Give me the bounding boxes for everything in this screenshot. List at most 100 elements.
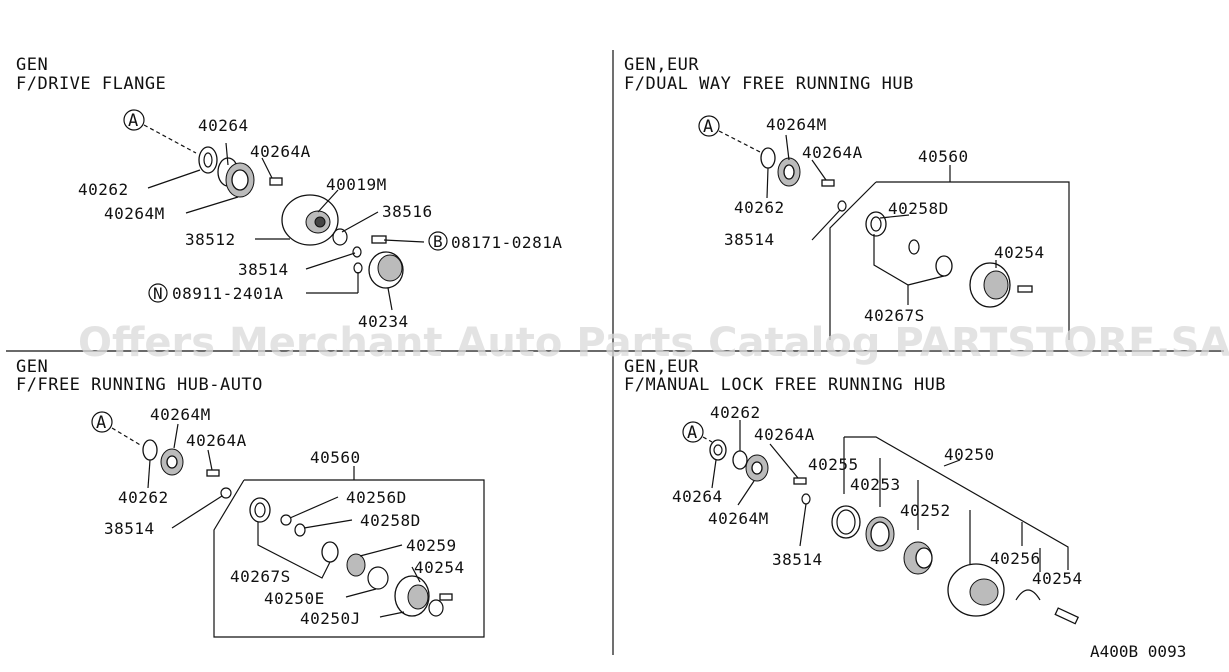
part-number[interactable]: 40234 xyxy=(358,312,409,331)
part-number[interactable]: 40264M xyxy=(766,115,827,134)
leader xyxy=(383,239,425,243)
part-number[interactable]: 40267S xyxy=(864,306,925,325)
ring-inner xyxy=(254,502,266,518)
leader xyxy=(711,459,717,489)
leader xyxy=(345,588,377,598)
leader xyxy=(879,214,910,219)
leader xyxy=(769,443,799,479)
leader xyxy=(147,459,151,489)
part-number[interactable]: 40255 xyxy=(808,455,859,474)
part-number[interactable]: 40250E xyxy=(264,589,325,608)
circled-b xyxy=(428,231,448,251)
part-number[interactable]: 40264A xyxy=(250,142,311,161)
small-washer-part xyxy=(352,246,362,258)
part-number[interactable]: 38516 xyxy=(382,202,433,221)
part-number[interactable]: 40254 xyxy=(414,558,465,577)
part-number[interactable]: 40258D xyxy=(888,199,949,218)
part-number[interactable]: 40264 xyxy=(198,116,249,135)
part-number[interactable]: 40254 xyxy=(994,243,1045,262)
washer-part xyxy=(760,147,776,169)
part-number[interactable]: 40256 xyxy=(990,549,1041,568)
panel-region: GEN,EUR xyxy=(624,55,699,75)
washer-inner xyxy=(713,444,723,456)
part-number[interactable]: 40256D xyxy=(346,488,407,507)
part-number[interactable]: 40019M xyxy=(326,175,387,194)
callout-a-circle xyxy=(698,115,720,137)
part-number[interactable]: 38514 xyxy=(772,550,823,569)
part-number[interactable]: 38514 xyxy=(724,230,775,249)
knob-face xyxy=(969,578,999,606)
panel-title: F/FREE RUNNING HUB-AUTO xyxy=(16,375,263,395)
small-ring-part xyxy=(908,239,920,255)
part-number[interactable]: 40262 xyxy=(78,180,129,199)
part-number[interactable]: 38514 xyxy=(104,519,155,538)
callout-a-dashline xyxy=(143,124,197,154)
part-number[interactable]: 40250 xyxy=(944,445,995,464)
part-number[interactable]: 38512 xyxy=(185,230,236,249)
leader xyxy=(811,159,827,181)
leader xyxy=(305,252,356,270)
part-number[interactable]: 40560 xyxy=(918,147,969,166)
leader xyxy=(943,459,961,467)
sleeve-part xyxy=(321,541,339,563)
small-ring-part xyxy=(294,523,306,537)
panel-title: F/MANUAL LOCK FREE RUNNING HUB xyxy=(624,375,946,395)
part-number[interactable]: 40264M xyxy=(150,405,211,424)
panel-region: GEN xyxy=(16,55,48,75)
part-number[interactable]: 40560 xyxy=(310,448,361,467)
leader xyxy=(147,169,201,189)
part-number[interactable]: 40262 xyxy=(710,403,761,422)
washer-part xyxy=(142,439,158,461)
leader xyxy=(737,480,755,506)
part-number[interactable]: 40264M xyxy=(104,204,165,223)
part-number[interactable]: 40252 xyxy=(900,501,951,520)
bolt-part xyxy=(269,177,283,186)
part-number[interactable]: 40262 xyxy=(118,488,169,507)
panel-title: F/DRIVE FLANGE xyxy=(16,74,166,94)
leader xyxy=(907,275,945,286)
small-washer-part xyxy=(837,200,847,212)
panel-manual-lock-hub: GEN,EUR F/MANUAL LOCK FREE RUNNING HUB A xyxy=(624,357,1083,625)
circled-n xyxy=(148,283,168,303)
part-number[interactable]: 40267S xyxy=(230,567,291,586)
part-number[interactable]: 40262 xyxy=(734,198,785,217)
part-number[interactable]: 40258D xyxy=(360,511,421,530)
bolt-part xyxy=(439,593,453,601)
sleeve-part xyxy=(346,553,366,577)
part-number[interactable]: 40254 xyxy=(1032,569,1083,588)
leader xyxy=(185,196,239,214)
leader xyxy=(411,566,421,583)
part-number[interactable]: 40264A xyxy=(186,431,247,450)
part-number[interactable]: 40250J xyxy=(300,609,361,628)
part-number[interactable]: 40253 xyxy=(850,475,901,494)
part-number[interactable]: 40264 xyxy=(672,487,723,506)
part-number[interactable]: 40264A xyxy=(754,425,815,444)
part-number[interactable]: 40264A xyxy=(802,143,863,162)
callout-a-dashline xyxy=(718,130,761,153)
hub-face xyxy=(407,584,429,610)
gear-inner xyxy=(751,461,763,475)
big-ring-inner xyxy=(836,509,856,535)
callout-a-circle xyxy=(123,109,145,131)
washer-part xyxy=(198,146,218,174)
part-number[interactable]: 40259 xyxy=(406,536,457,555)
gear-inner xyxy=(231,169,249,191)
part-number[interactable]: 38514 xyxy=(238,260,289,279)
callout-a-label: A xyxy=(687,423,698,443)
part-number[interactable]: 08171-0281A xyxy=(451,233,562,252)
leader xyxy=(225,142,229,166)
panel-region: GEN xyxy=(16,357,48,377)
bolt-part xyxy=(1017,285,1033,293)
part-number[interactable]: 08911-2401A xyxy=(172,284,283,303)
part-number[interactable]: 40264M xyxy=(708,509,769,528)
callout-a-dashline xyxy=(702,436,713,443)
leader xyxy=(799,503,807,547)
leader xyxy=(379,611,405,618)
leader xyxy=(207,449,213,471)
panel-free-running-hub-auto: GEN F/FREE RUNNING HUB-AUTO A xyxy=(16,357,485,638)
nut-part xyxy=(353,262,363,274)
ring-part xyxy=(865,211,887,237)
washer-inner xyxy=(203,152,213,168)
big-ring-part xyxy=(831,505,861,539)
